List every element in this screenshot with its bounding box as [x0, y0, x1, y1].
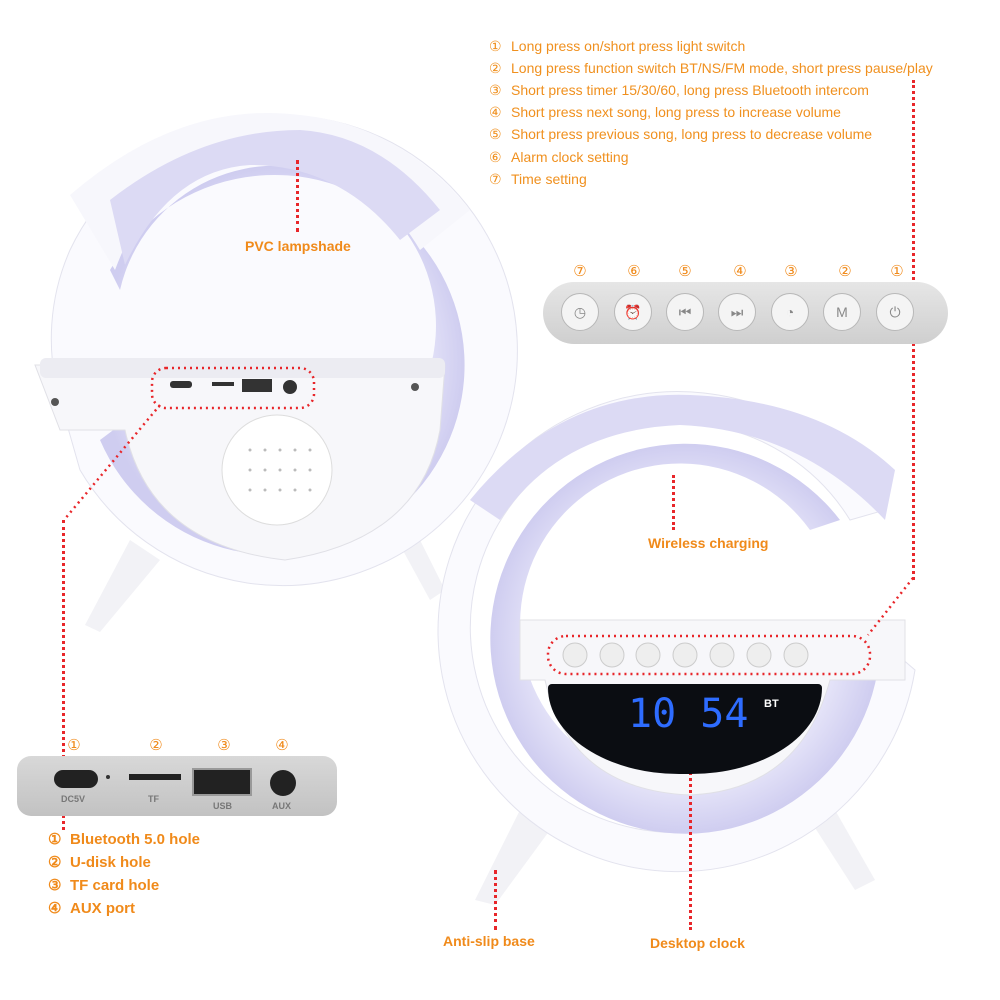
indicator-dot-icon: [106, 775, 110, 779]
right-lamp-leg: [810, 810, 875, 890]
left-lamp-leg: [85, 540, 160, 632]
mode-letter: M: [836, 304, 848, 320]
callout-base: Anti-slip base: [443, 933, 535, 949]
tf-slot-icon: [129, 774, 181, 780]
button-number: ③: [784, 263, 798, 280]
button-number: ⑤: [678, 263, 692, 280]
clock-icon: ◷: [561, 293, 599, 331]
leader-wireless: [672, 475, 675, 530]
alarm-icon: ⏰: [614, 293, 652, 331]
button-panel: ◷ ⏰ ⏮ ⏭ ◔ M ⏻: [543, 282, 948, 344]
timer-icon: ◔: [771, 293, 809, 331]
port-label: USB: [213, 801, 233, 811]
leader-ports: [62, 520, 65, 830]
port-label: DC5V: [61, 794, 86, 804]
previous-icon: ⏮: [666, 293, 704, 331]
button-highlight: [546, 634, 872, 676]
button-number: ⑥: [627, 263, 641, 280]
usb-c-port-icon: [54, 770, 98, 788]
callout-wireless: Wireless charging: [648, 535, 769, 551]
mode-play-pause-icon: M: [823, 293, 861, 331]
button-number: ⑦: [573, 263, 587, 280]
clock-mode: BT: [764, 698, 779, 710]
right-lamp-leg: [475, 810, 550, 905]
aux-port-icon: [270, 770, 296, 796]
left-lamp-leg: [400, 540, 445, 600]
leader-base: [494, 870, 497, 930]
callout-clock: Desktop clock: [650, 935, 745, 951]
usb-port-icon: [192, 768, 252, 796]
leader-clock: [689, 755, 692, 930]
leader-lampshade: [296, 160, 299, 232]
port-label: TF: [148, 794, 159, 804]
port-label: AUX: [272, 801, 292, 811]
port-number: ①: [67, 737, 81, 754]
button-number: ②: [838, 263, 852, 280]
port-number: ④: [275, 737, 289, 754]
speaker-grille: [221, 414, 333, 526]
button-number: ①: [890, 263, 904, 280]
port-number: ②: [149, 737, 163, 754]
port-number: ③: [217, 737, 231, 754]
next-icon: ⏭: [718, 293, 756, 331]
button-number: ④: [733, 263, 747, 280]
callout-lampshade: PVC lampshade: [245, 238, 351, 254]
port-panel: DC5V TF USB AUX: [17, 756, 337, 816]
light-power-icon: ⏻: [876, 293, 914, 331]
port-highlight: [150, 366, 316, 410]
clock-time: 10 54: [628, 691, 749, 737]
